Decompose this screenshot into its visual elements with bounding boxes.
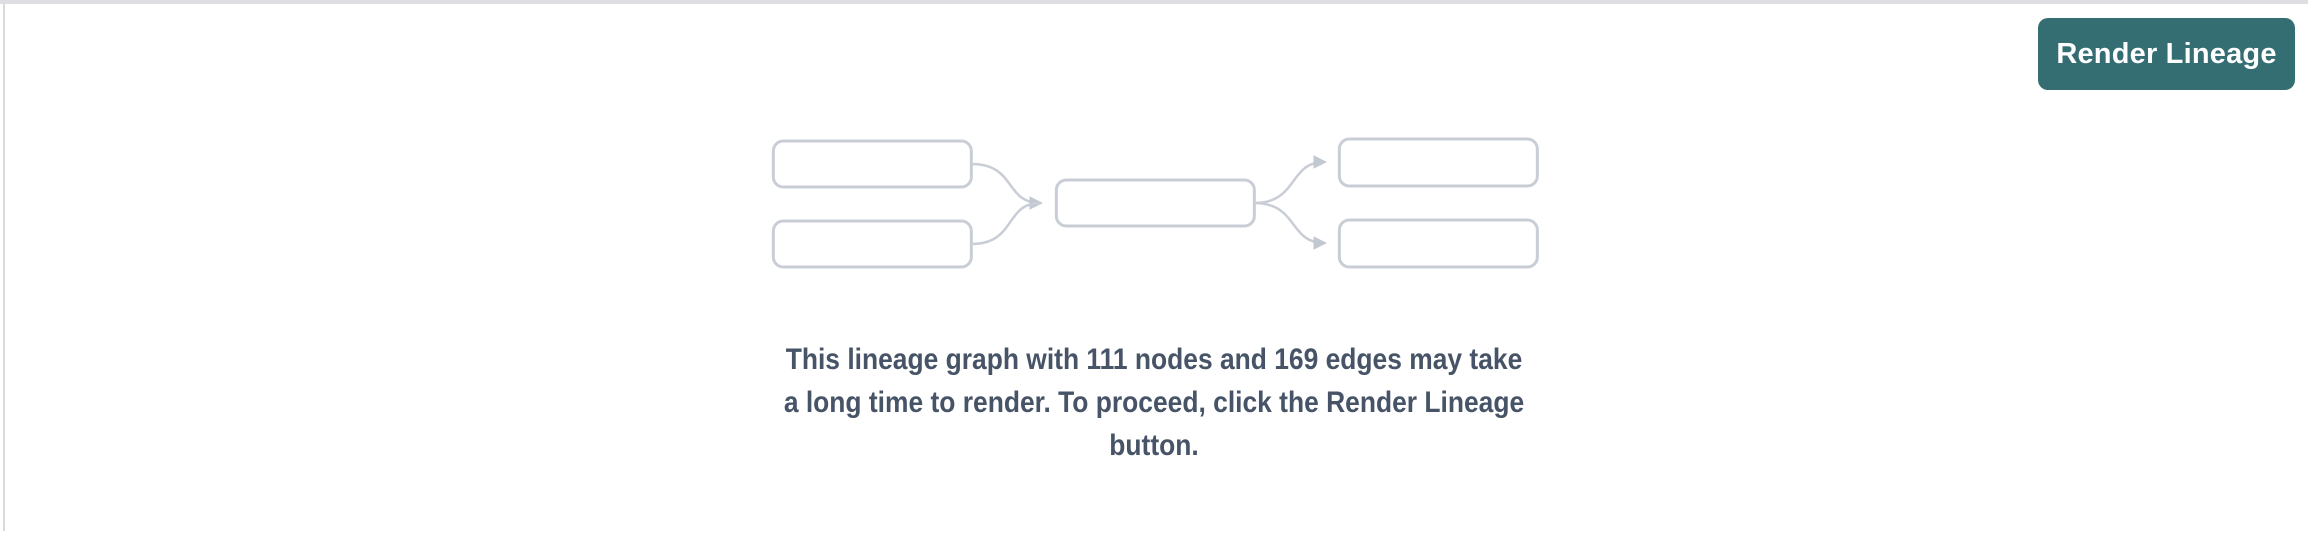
- pane-left-border: [3, 4, 5, 531]
- placeholder-edge-right-bottom: [1253, 201, 1327, 250]
- placeholder-node-source-bottom: [771, 219, 973, 269]
- render-lineage-button[interactable]: Render Lineage: [2038, 18, 2295, 90]
- placeholder-edge-left-bottom: [970, 201, 1041, 246]
- placeholder-node-target-top: [1337, 137, 1539, 188]
- placeholder-edge-right-top: [1253, 155, 1327, 205]
- placeholder-node-middle: [1054, 178, 1256, 228]
- placeholder-node-target-bottom: [1337, 218, 1539, 269]
- render-warning-line-2: a long time to render. To proceed, click…: [783, 386, 1525, 419]
- render-warning-line-1: This lineage graph with 111 nodes and 16…: [785, 343, 1523, 376]
- lineage-placeholder-diagram: [771, 137, 1539, 269]
- render-warning-message: This lineage graph with 111 nodes and 16…: [784, 338, 1524, 467]
- render-warning-line-3: button.: [1109, 429, 1199, 462]
- placeholder-edge-left-top: [970, 162, 1043, 210]
- lineage-placeholder-content: This lineage graph with 111 nodes and 16…: [733, 134, 1574, 467]
- placeholder-node-source-top: [771, 139, 973, 189]
- pane-top-border: [0, 0, 2308, 4]
